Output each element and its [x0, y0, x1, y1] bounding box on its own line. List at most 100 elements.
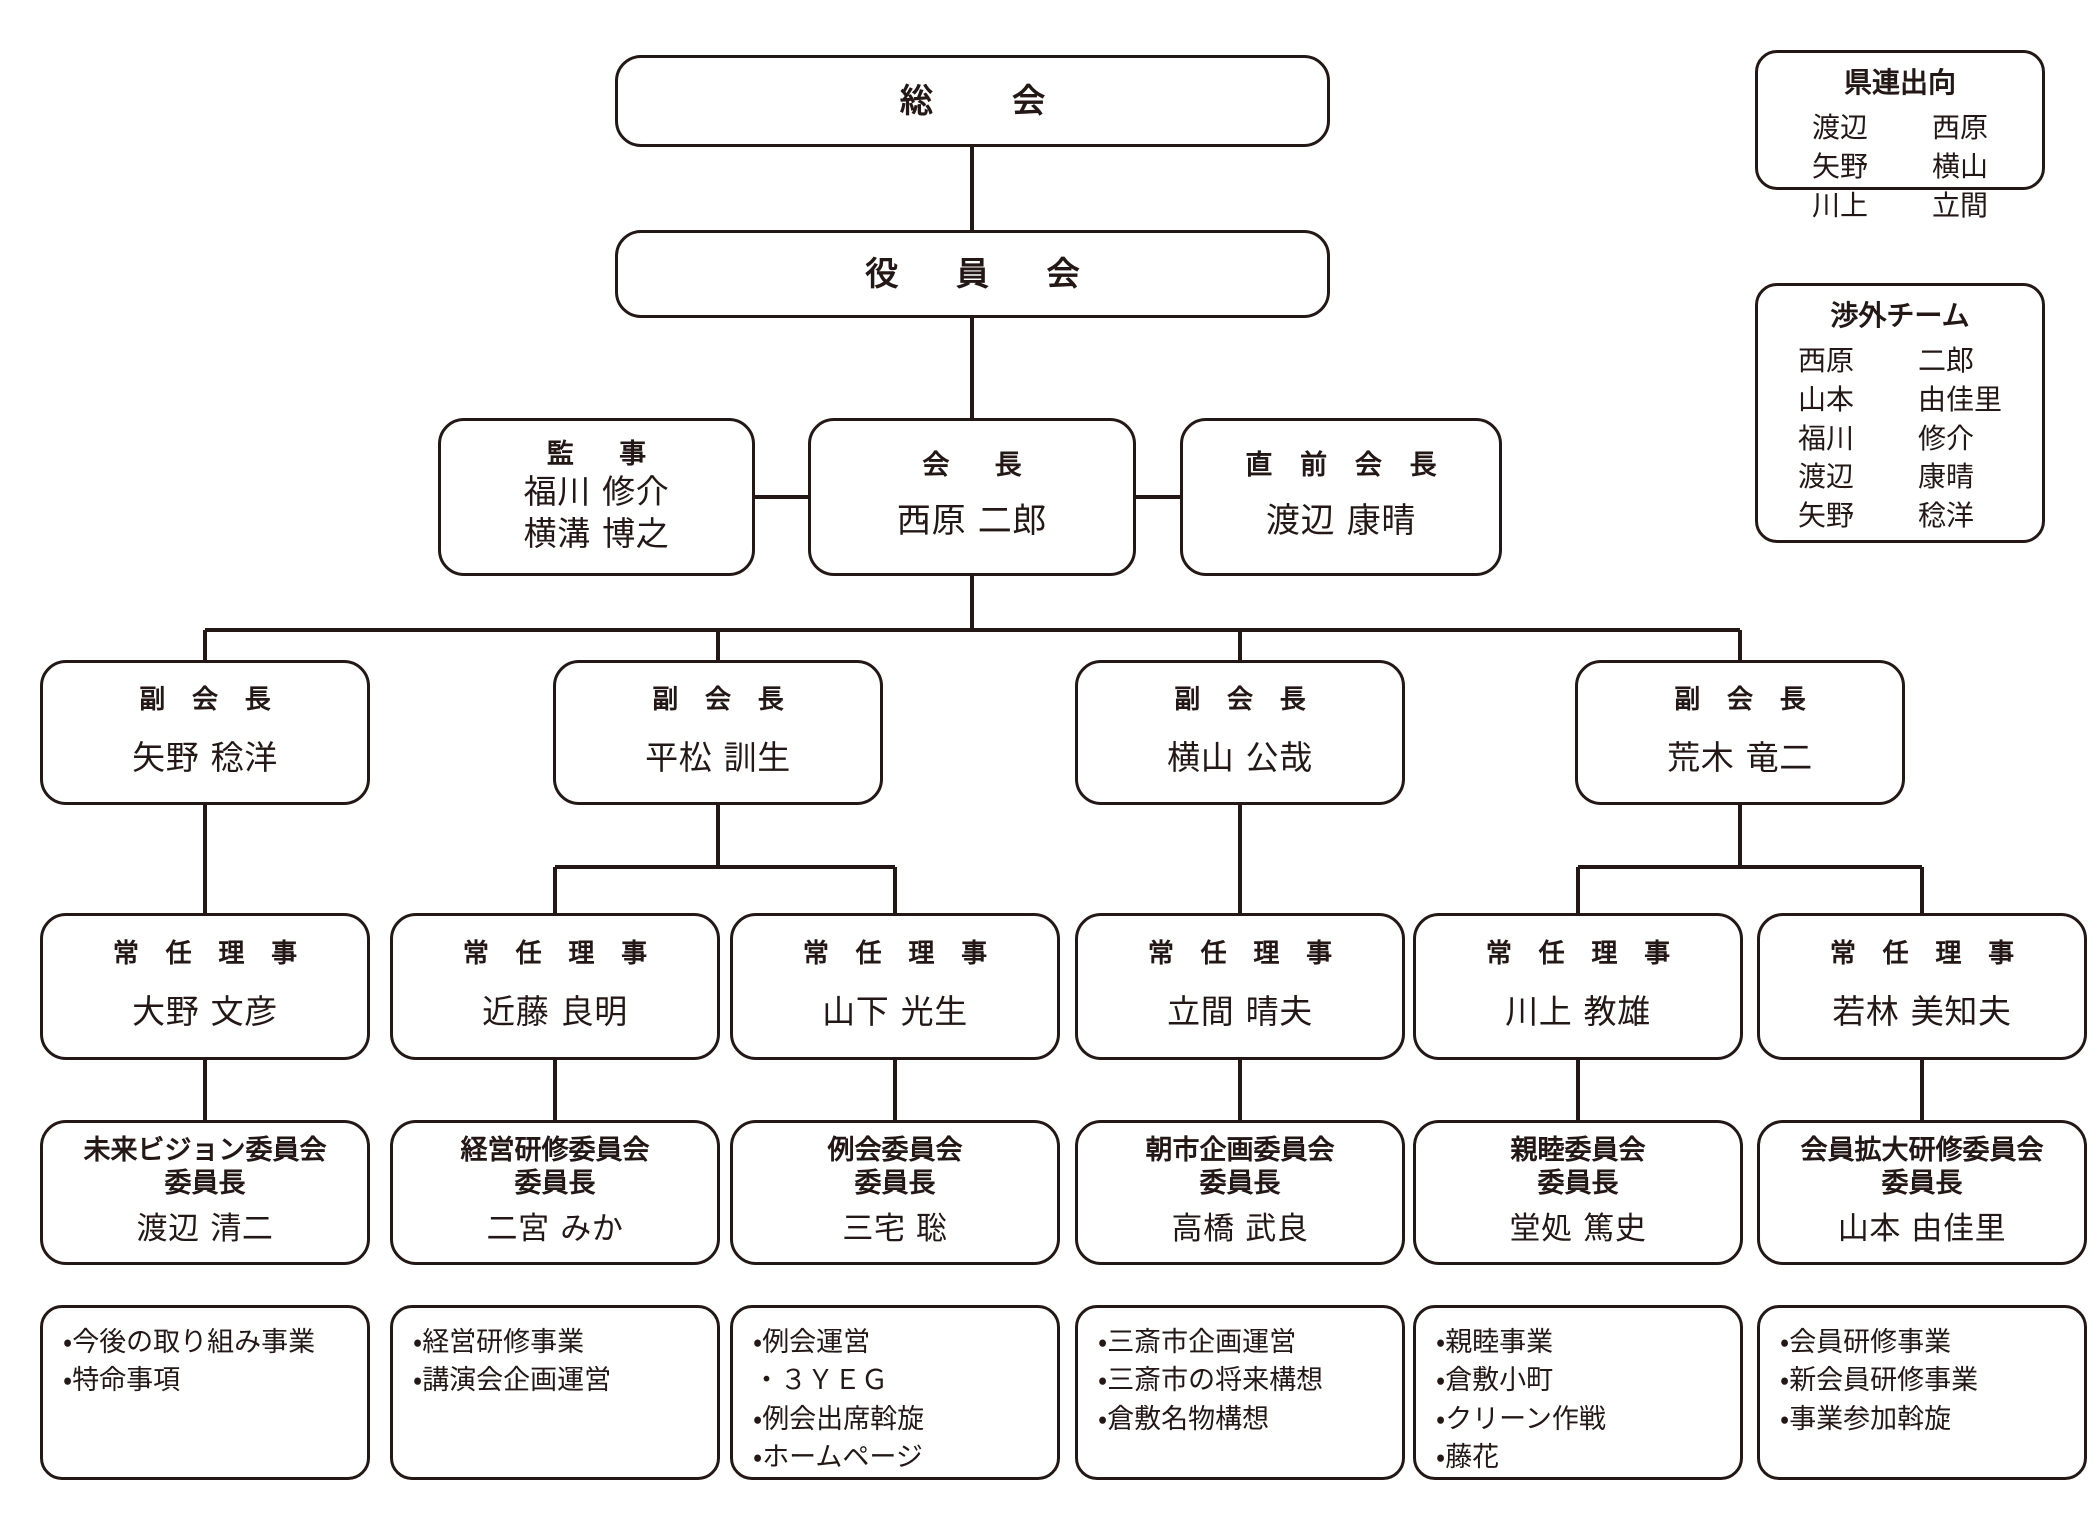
tasks-5-list: 親睦事業 倉敷小町 クリーン作戦 藤花	[1436, 1324, 1606, 1477]
node-committee-6[interactable]: 会員拡大研修委員会 委員長 山本 由佳里	[1757, 1120, 2087, 1265]
node-vice-president-2[interactable]: 副 会 長 平松 訓生	[553, 660, 883, 805]
committee-6-name: 会員拡大研修委員会	[1800, 1134, 2044, 1166]
node-president[interactable]: 会 長 西原 二郎	[808, 418, 1136, 576]
node-committee-1[interactable]: 未来ビジョン委員会 委員長 渡辺 清二	[40, 1120, 370, 1265]
node-tasks-2[interactable]: 経営研修事業 講演会企画運営	[390, 1305, 720, 1480]
tasks-2-list: 経営研修事業 講演会企画運営	[413, 1324, 611, 1401]
panel-row: 西原 二郎	[1798, 342, 2002, 381]
node-board-of-officers[interactable]: 役 員 会	[615, 230, 1330, 318]
list-item: 特命事項	[63, 1362, 315, 1400]
node-committee-5[interactable]: 親睦委員会 委員長 堂処 篤史	[1413, 1120, 1743, 1265]
panel-row-last: 立間	[1931, 188, 1988, 222]
list-item: 例会運営	[753, 1324, 924, 1362]
panel-row: 川上 立間	[1812, 187, 1988, 226]
committee-4-chair: 高橋 武良	[1171, 1211, 1309, 1248]
director-6-role: 常 任 理 事	[1829, 939, 2023, 970]
committee-2-chair: 二宮 みか	[486, 1211, 624, 1248]
president-role-label: 会 長	[922, 450, 1031, 482]
auditor-names: 福川 修介 横溝 博之	[524, 471, 670, 555]
director-4-role: 常 任 理 事	[1147, 939, 1341, 970]
list-item: 例会出席斡旋	[753, 1401, 924, 1439]
node-tasks-5[interactable]: 親睦事業 倉敷小町 クリーン作戦 藤花	[1413, 1305, 1743, 1480]
list-item: 今後の取り組み事業	[63, 1324, 315, 1362]
vice-president-3-name: 横山 公哉	[1167, 738, 1313, 778]
list-item: クリーン作戦	[1436, 1401, 1606, 1439]
committee-6-role: 委員長	[1881, 1167, 1963, 1199]
panel-row-first: 矢野	[1797, 498, 1854, 532]
panel-row-last: 二郎	[1917, 344, 1974, 378]
node-general-assembly[interactable]: 総 会	[615, 55, 1330, 147]
list-item: 講演会企画運営	[413, 1362, 611, 1400]
node-tasks-6[interactable]: 会員研修事業 新会員研修事業 事業参加斡旋	[1757, 1305, 2087, 1480]
panel-row-first: 川上	[1811, 188, 1868, 222]
list-item: 藤花	[1436, 1439, 1606, 1477]
committee-2-name: 経営研修委員会	[460, 1134, 650, 1166]
panel-row-last: 横山	[1931, 150, 1988, 184]
director-3-name: 山下 光生	[822, 992, 968, 1032]
panel-row-last: 稔洋	[1917, 498, 1974, 532]
list-item: 親睦事業	[1436, 1324, 1606, 1362]
panel-kenren-rows: 渡辺 西原 矢野 横山 川上 立間	[1812, 109, 1988, 225]
tasks-1-list: 今後の取り組み事業 特命事項	[63, 1324, 315, 1401]
node-auditor[interactable]: 監 事 福川 修介 横溝 博之	[438, 418, 755, 576]
node-vice-president-1[interactable]: 副 会 長 矢野 稔洋	[40, 660, 370, 805]
panel-row-last: 康晴	[1917, 460, 1974, 494]
list-item: 倉敷小町	[1436, 1362, 1606, 1400]
panel-row-first: 渡辺	[1811, 111, 1868, 145]
auditor-role-label: 監 事	[546, 438, 656, 470]
node-director-1[interactable]: 常 任 理 事 大野 文彦	[40, 913, 370, 1060]
committee-3-name: 例会委員会	[827, 1134, 963, 1166]
list-item: ３ＹＥＧ	[753, 1362, 924, 1400]
panel-row: 山本 由佳里	[1798, 381, 2002, 420]
panel-row-last: 由佳里	[1917, 383, 2002, 417]
node-tasks-1[interactable]: 今後の取り組み事業 特命事項	[40, 1305, 370, 1480]
director-4-name: 立間 晴夫	[1167, 992, 1313, 1032]
panel-shogai-title: 渉外チーム	[1830, 299, 1970, 332]
list-item: 新会員研修事業	[1780, 1362, 1978, 1400]
director-2-name: 近藤 良明	[482, 992, 628, 1032]
panel-row-last: 西原	[1931, 111, 1988, 145]
past-president-name: 渡辺 康晴	[1265, 500, 1417, 541]
node-director-4[interactable]: 常 任 理 事 立間 晴夫	[1075, 913, 1405, 1060]
node-past-president[interactable]: 直 前 会 長 渡辺 康晴	[1180, 418, 1502, 576]
vice-president-4-name: 荒木 竜二	[1667, 738, 1813, 778]
node-tasks-3[interactable]: 例会運営 ３ＹＥＧ 例会出席斡旋 ホームページ	[730, 1305, 1060, 1480]
node-director-5[interactable]: 常 任 理 事 川上 教雄	[1413, 913, 1743, 1060]
panel-row: 矢野 稔洋	[1798, 497, 2002, 536]
panel-kenren-shukko[interactable]: 県連出向 渡辺 西原 矢野 横山 川上 立間	[1755, 50, 2045, 222]
panel-kenren-title: 県連出向	[1843, 66, 1956, 99]
panel-row: 矢野 横山	[1812, 148, 1988, 187]
committee-5-name: 親睦委員会	[1510, 1134, 1646, 1166]
committee-3-role: 委員長	[854, 1167, 936, 1199]
committee-3-chair: 三宅 聡	[842, 1211, 948, 1248]
panel-shogai-team[interactable]: 渉外チーム 西原 二郎 山本 由佳里 福川 修介 渡辺 康晴 矢野 稔洋	[1755, 283, 2045, 543]
panel-row: 渡辺 西原	[1812, 109, 1988, 148]
vice-president-3-role: 副 会 長	[1174, 685, 1315, 716]
node-vice-president-3[interactable]: 副 会 長 横山 公哉	[1075, 660, 1405, 805]
node-director-6[interactable]: 常 任 理 事 若林 美知夫	[1757, 913, 2087, 1060]
general-assembly-label: 総 会	[899, 81, 1069, 121]
list-item: 事業参加斡旋	[1780, 1401, 1978, 1439]
node-committee-3[interactable]: 例会委員会 委員長 三宅 聡	[730, 1120, 1060, 1265]
node-committee-2[interactable]: 経営研修委員会 委員長 二宮 みか	[390, 1120, 720, 1265]
committee-4-role: 委員長	[1199, 1167, 1281, 1199]
node-director-2[interactable]: 常 任 理 事 近藤 良明	[390, 913, 720, 1060]
committee-5-chair: 堂処 篤史	[1509, 1211, 1647, 1248]
tasks-4-list: 三斎市企画運営 三斎市の将来構想 倉敷名物構想	[1098, 1324, 1323, 1439]
panel-row-first: 西原	[1797, 344, 1854, 378]
board-label: 役 員 会	[865, 254, 1103, 294]
director-1-name: 大野 文彦	[132, 992, 278, 1032]
vice-president-1-role: 副 会 長	[139, 685, 280, 716]
node-director-3[interactable]: 常 任 理 事 山下 光生	[730, 913, 1060, 1060]
list-item: 会員研修事業	[1780, 1324, 1978, 1362]
panel-row-last: 修介	[1917, 421, 1974, 455]
node-vice-president-4[interactable]: 副 会 長 荒木 竜二	[1575, 660, 1905, 805]
node-committee-4[interactable]: 朝市企画委員会 委員長 高橋 武良	[1075, 1120, 1405, 1265]
node-tasks-4[interactable]: 三斎市企画運営 三斎市の将来構想 倉敷名物構想	[1075, 1305, 1405, 1480]
panel-shogai-rows: 西原 二郎 山本 由佳里 福川 修介 渡辺 康晴 矢野 稔洋	[1798, 342, 2002, 535]
panel-row: 渡辺 康晴	[1798, 458, 2002, 497]
panel-row-first: 矢野	[1811, 150, 1868, 184]
list-item: 三斎市企画運営	[1098, 1324, 1323, 1362]
panel-row-first: 渡辺	[1797, 460, 1854, 494]
